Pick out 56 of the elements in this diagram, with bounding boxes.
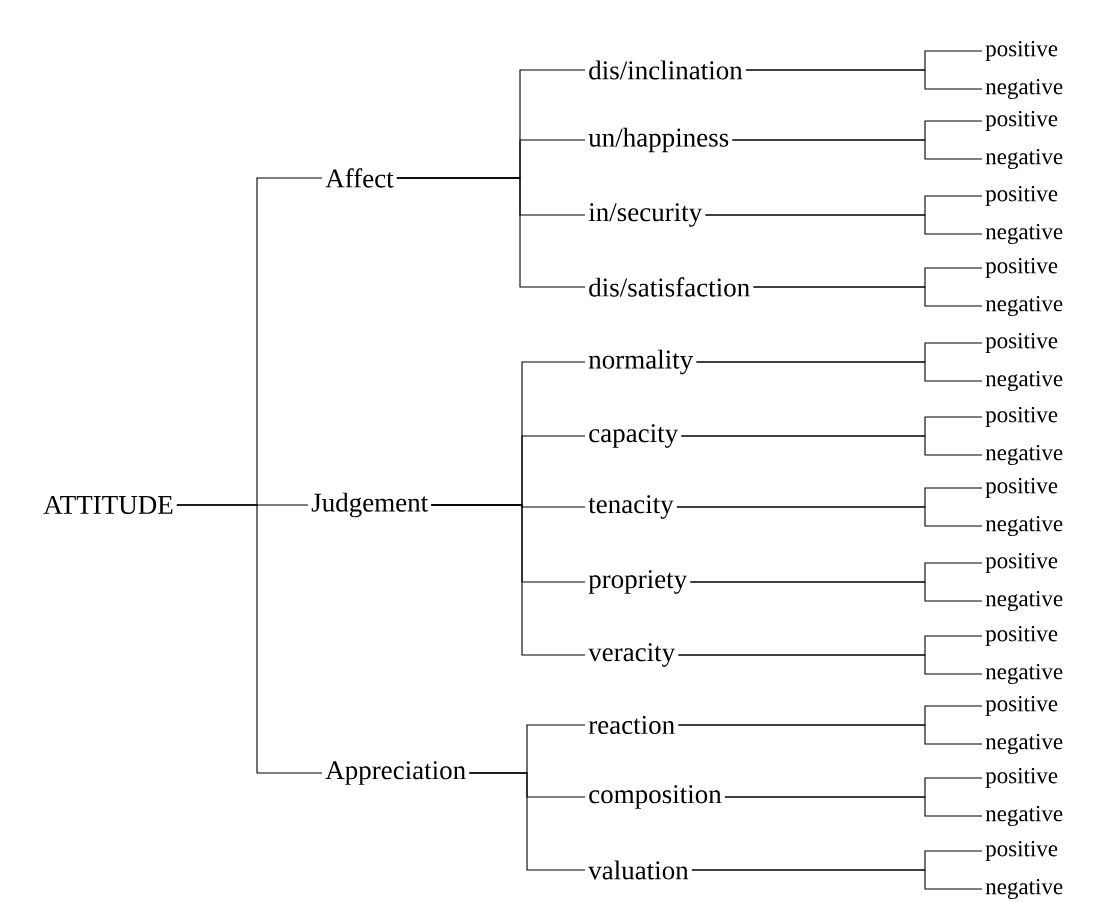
polarity-label: negative	[985, 878, 1063, 900]
polarity-label: positive	[985, 110, 1058, 132]
tree-connector	[704, 214, 983, 235]
polarity-label: negative	[985, 663, 1063, 685]
polarity-label: negative	[985, 78, 1063, 100]
category-label: Appreciation	[325, 761, 466, 785]
subcategory-label: propriety	[588, 570, 688, 594]
polarity-label: positive	[985, 332, 1058, 354]
tree-connector	[724, 796, 983, 817]
polarity-label: negative	[985, 370, 1063, 392]
tree-connector	[695, 361, 983, 382]
subcategory-label: valuation	[588, 860, 689, 880]
subcategory-label: reaction	[588, 715, 675, 735]
polarity-label: positive	[985, 257, 1058, 279]
tree-connector	[677, 654, 983, 675]
subcategory-label: capacity	[589, 424, 679, 448]
polarity-label: negative	[985, 733, 1063, 755]
subcategory-label: in/security	[588, 203, 703, 227]
polarity-label: positive	[985, 625, 1058, 647]
root-label: ATTITUDE	[43, 495, 173, 515]
tree-connector	[731, 139, 983, 160]
polarity-label: positive	[985, 552, 1058, 574]
polarity-label: negative	[985, 223, 1063, 245]
polarity-label: negative	[985, 590, 1063, 612]
tree-connector	[691, 869, 983, 890]
tree-connector	[676, 506, 983, 527]
polarity-label: positive	[985, 840, 1058, 862]
subcategory-label: dis/inclination	[589, 60, 743, 80]
subcategory-label: composition	[589, 785, 722, 809]
tree-connector	[752, 286, 983, 307]
tree-connector	[396, 177, 586, 288]
subcategory-label: normality	[588, 349, 694, 375]
subcategory-label: un/happiness	[588, 127, 729, 153]
category-label: Judgement	[311, 492, 429, 518]
polarity-label: positive	[985, 767, 1058, 789]
polarity-label: positive	[985, 477, 1058, 499]
tree-connector	[468, 772, 586, 871]
polarity-label: negative	[985, 148, 1063, 170]
polarity-label: negative	[985, 444, 1063, 466]
polarity-label: positive	[985, 406, 1058, 428]
tree-connector	[677, 724, 983, 745]
subcategory-label: veracity	[588, 643, 676, 667]
tree-connector	[430, 504, 586, 656]
polarity-label: negative	[985, 515, 1063, 537]
category-label: Affect	[325, 168, 394, 188]
polarity-label: positive	[985, 40, 1058, 62]
polarity-label: negative	[985, 805, 1063, 827]
subcategory-label: dis/satisfaction	[589, 277, 750, 297]
tree-connector	[176, 504, 323, 774]
polarity-label: negative	[985, 295, 1063, 317]
tree-connector	[680, 435, 983, 456]
subcategory-label: tenacity	[588, 495, 674, 519]
tree-connector	[745, 69, 983, 90]
polarity-label: positive	[985, 695, 1058, 717]
tree-connector	[689, 581, 983, 602]
polarity-label: positive	[985, 185, 1058, 207]
